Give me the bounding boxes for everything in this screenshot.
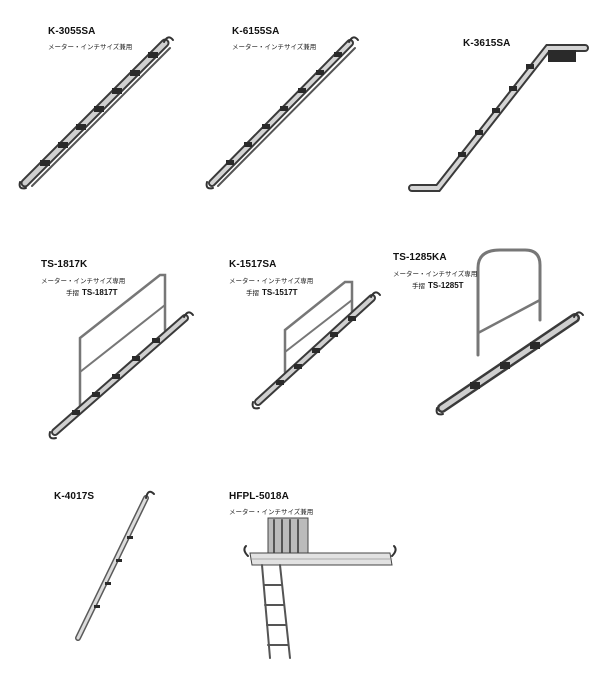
- alt-code-value: TS-1285T: [428, 281, 464, 290]
- product-note: メーター・インチサイズ兼用: [229, 509, 314, 516]
- product-code: K-1517SA: [229, 259, 277, 270]
- product-note: メーター・インチサイズ兼用: [232, 44, 317, 51]
- product-code: K-3615SA: [463, 38, 511, 49]
- product-code: K-4017S: [54, 491, 95, 502]
- alt-code-value: TS-1817T: [82, 288, 118, 297]
- product-code: TS-1285KA: [393, 252, 447, 263]
- product-note: メーター・インチサイズ専用: [393, 271, 478, 278]
- product-note: メーター・インチサイズ専用: [41, 278, 126, 285]
- product-code: K-3055SA: [48, 26, 96, 37]
- product-note: メーター・インチサイズ専用: [229, 278, 314, 285]
- alt-prefix: 手摺: [246, 290, 259, 297]
- product-code: K-6155SA: [232, 26, 280, 37]
- alt-prefix: 手摺: [412, 283, 425, 290]
- alt-prefix: 手摺: [66, 290, 79, 297]
- product-code: TS-1817K: [41, 259, 88, 270]
- product-note: メーター・インチサイズ兼用: [48, 44, 133, 51]
- product-code: HFPL-5018A: [229, 491, 289, 502]
- alt-code-value: TS-1517T: [262, 288, 298, 297]
